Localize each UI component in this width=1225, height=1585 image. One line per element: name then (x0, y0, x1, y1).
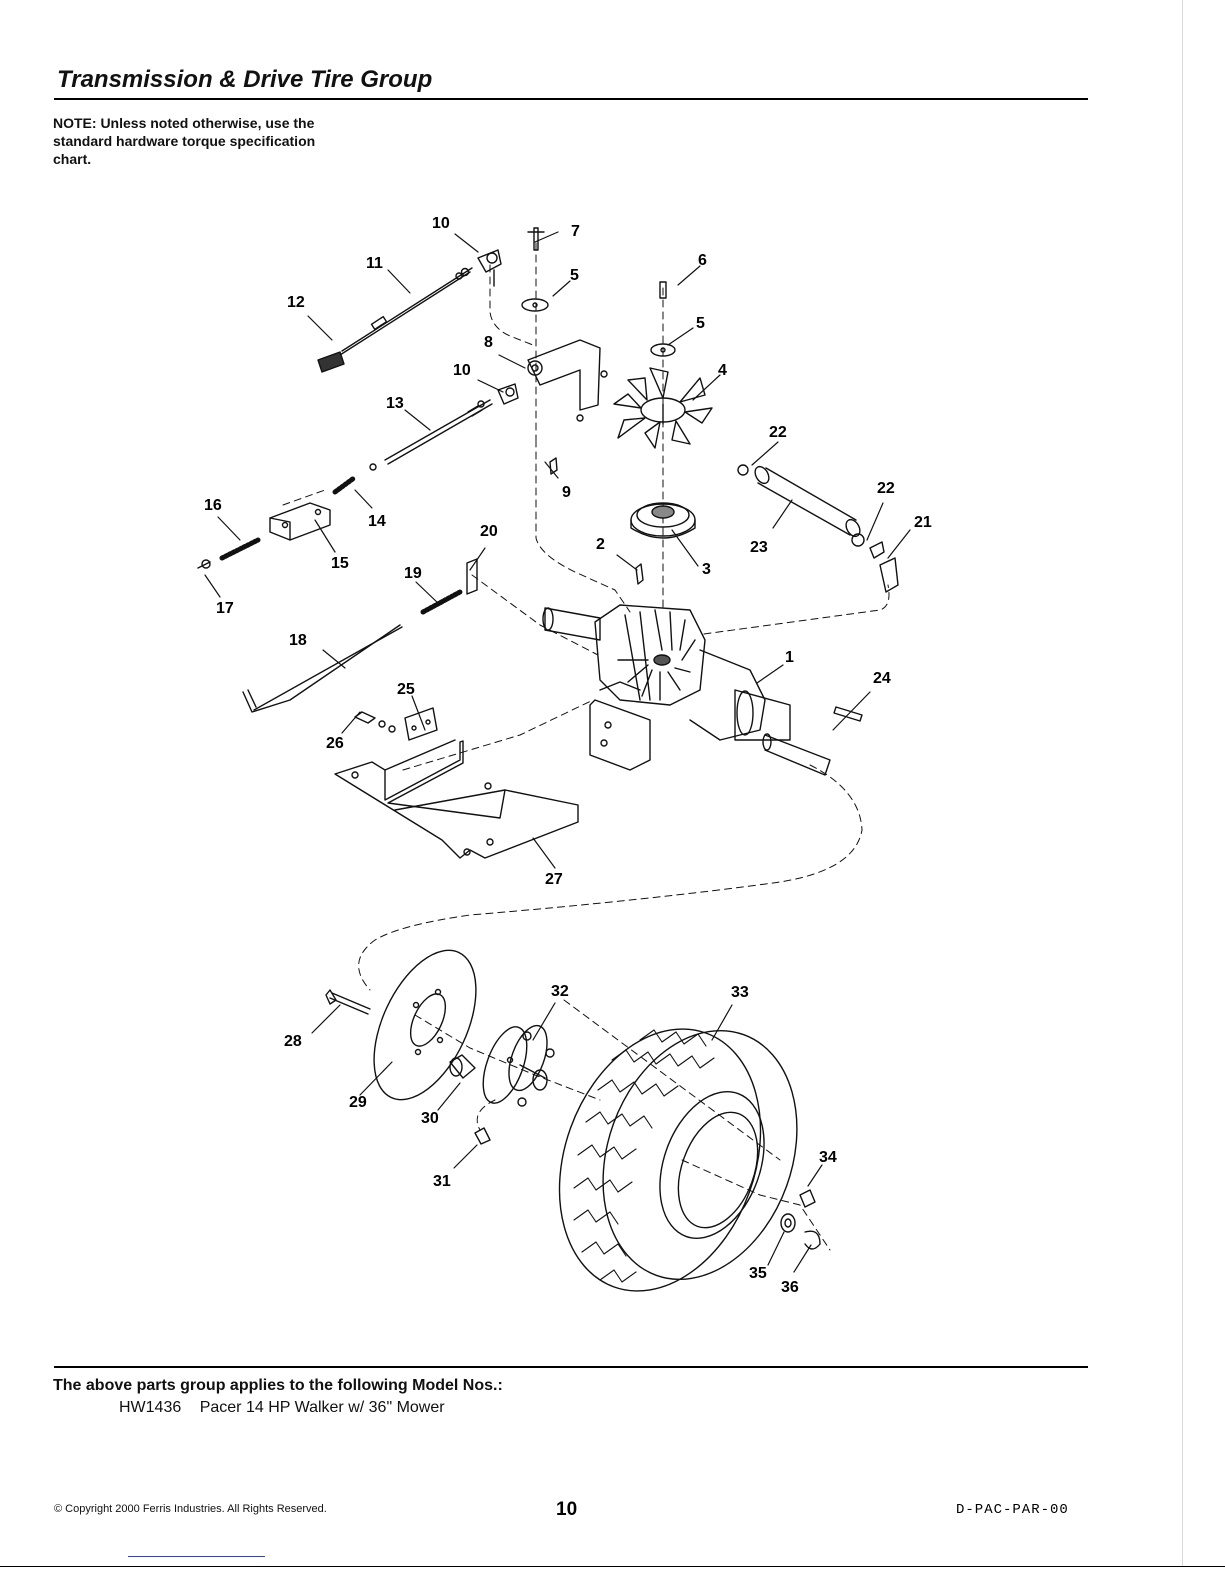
callout-32: 32 (551, 983, 569, 1000)
callout-9: 9 (562, 484, 571, 501)
model-description: Pacer 14 HP Walker w/ 36" Mower (199, 1399, 445, 1416)
callout-5-upper: 5 (570, 267, 579, 284)
callout-15: 15 (331, 555, 349, 572)
upper-control-rod (317, 249, 502, 373)
callout-27: 27 (545, 871, 563, 888)
breather-tube (737, 464, 899, 593)
lower-control-rod (332, 383, 519, 495)
callout-10-upper: 10 (432, 215, 450, 232)
link-underline[interactable] (128, 1556, 265, 1557)
header-rule (54, 98, 1088, 100)
callout-12: 12 (287, 294, 305, 311)
callout-numbers: 1 2 3 4 5 5 6 7 8 9 10 10 11 12 13 14 15… (204, 215, 932, 1296)
cooling-fan (613, 367, 713, 449)
callout-36: 36 (781, 1279, 799, 1296)
callout-26: 26 (326, 735, 344, 752)
diagram-artwork (197, 227, 911, 1292)
callout-3: 3 (702, 561, 711, 578)
callout-5-lower: 5 (696, 315, 705, 332)
hub-fasteners (780, 1189, 821, 1250)
callout-25: 25 (397, 681, 415, 698)
page-title: Transmission & Drive Tire Group (57, 66, 433, 93)
callout-1: 1 (785, 649, 794, 666)
long-rod-assembly (242, 558, 478, 713)
spacer-and-nut (449, 1054, 491, 1145)
callout-34: 34 (819, 1149, 837, 1166)
callout-33: 33 (731, 984, 749, 1001)
spring-bracket (197, 502, 331, 569)
document-code: D-PAC-PAR-00 (956, 1502, 1069, 1518)
callout-28: 28 (284, 1033, 302, 1050)
callout-24: 24 (873, 670, 891, 687)
callout-29: 29 (349, 1094, 367, 1111)
copyright: © Copyright 2000 Ferris Industries. All … (54, 1503, 327, 1515)
callout-4: 4 (718, 362, 727, 379)
wheel-hub (482, 1024, 555, 1107)
callout-22-right: 22 (877, 480, 895, 497)
pivot-bracket-hardware (521, 227, 676, 475)
mounting-plate (334, 707, 579, 859)
transaxle (542, 604, 831, 776)
scan-edge (1182, 0, 1183, 1566)
page-bottom-border (0, 1566, 1225, 1567)
callout-11: 11 (366, 255, 383, 272)
callout-31: 31 (433, 1173, 451, 1190)
applies-heading: The above parts group applies to the fol… (53, 1377, 503, 1394)
drive-pulley (630, 502, 696, 585)
model-row: HW1436 Pacer 14 HP Walker w/ 36" Mower (119, 1399, 459, 1417)
callout-13: 13 (386, 395, 404, 412)
tread-pattern (573, 1029, 715, 1283)
model-number: HW1436 (119, 1399, 182, 1416)
callout-23: 23 (750, 539, 768, 556)
callout-16: 16 (204, 497, 222, 514)
callout-18: 18 (289, 632, 307, 649)
brake-disc (325, 949, 477, 1101)
assembly-guide-lines (282, 242, 890, 1251)
callout-19: 19 (404, 565, 422, 582)
axle-key (833, 706, 863, 722)
callout-14: 14 (368, 513, 386, 530)
callout-20: 20 (480, 523, 498, 540)
callout-6: 6 (698, 252, 707, 269)
callout-7: 7 (571, 223, 580, 240)
callout-10-lower: 10 (453, 362, 471, 379)
page-number: 10 (556, 1499, 578, 1520)
callout-21: 21 (914, 514, 932, 531)
callout-8: 8 (484, 334, 493, 351)
callout-30: 30 (421, 1110, 439, 1127)
callout-2: 2 (596, 536, 605, 553)
leader-lines (204, 231, 911, 1273)
callout-22-left: 22 (769, 424, 787, 441)
footer-rule (54, 1366, 1088, 1368)
callout-17: 17 (216, 600, 234, 617)
callout-35: 35 (749, 1265, 767, 1282)
drive-tire (558, 1028, 798, 1292)
torque-note: NOTE: Unless noted otherwise, use the st… (53, 115, 316, 167)
